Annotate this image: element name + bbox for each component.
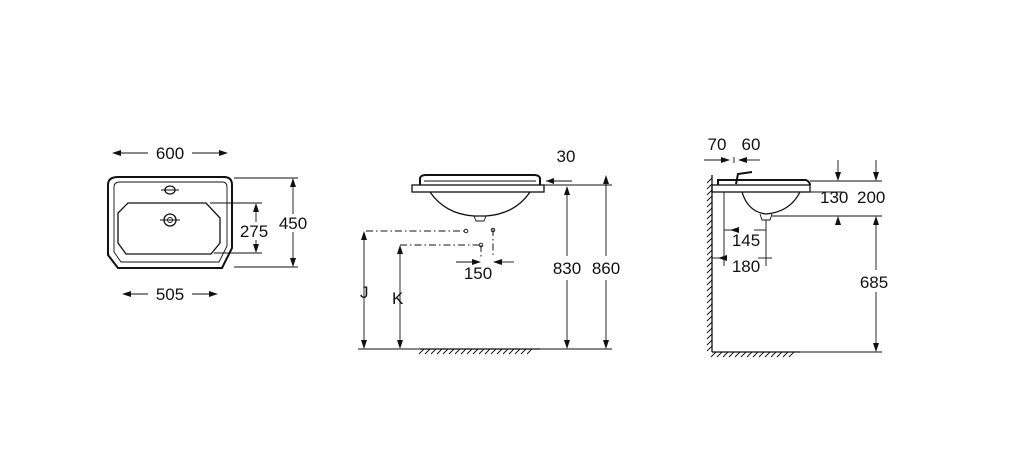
hatch-line: [448, 348, 455, 355]
plan-view: 600 505 275 450: [107, 144, 307, 304]
dim-200: 200: [857, 188, 885, 207]
dim-150: 150: [464, 264, 492, 283]
hatch-line: [706, 183, 713, 190]
hatch-line: [484, 348, 491, 355]
dim-30: 30: [557, 147, 576, 166]
hatch-line: [788, 351, 795, 358]
hatch-line: [734, 351, 741, 358]
hatch-line: [722, 351, 729, 358]
tap-icon: [735, 171, 753, 185]
hatch-line: [490, 348, 497, 355]
hatch-line: [502, 348, 509, 355]
hatch-line: [706, 255, 713, 262]
hatch-line: [706, 249, 713, 256]
hatch-line: [418, 348, 425, 355]
dim-275: 275: [240, 222, 268, 241]
hatch-line: [520, 348, 527, 355]
hatch-line: [706, 201, 713, 208]
dim-145: 145: [732, 231, 760, 250]
hatch-line: [430, 348, 437, 355]
basin-rim: [419, 174, 541, 185]
hatch-line: [752, 351, 759, 358]
hatch-line: [706, 291, 713, 298]
hatch-line: [706, 333, 713, 340]
hatch-line: [526, 348, 533, 355]
basin-rim-inner: [113, 181, 228, 263]
hatch-line: [706, 231, 713, 238]
basin-outline: [107, 176, 233, 269]
hatch-line: [706, 267, 713, 274]
wall-hatch: [706, 177, 713, 352]
dim-505: 505: [156, 285, 184, 304]
bowl-outline: [117, 202, 221, 255]
dim-860: 860: [592, 259, 620, 278]
side-basin-rim: [717, 179, 811, 186]
hatch-line: [706, 297, 713, 304]
dim-685: 685: [860, 273, 888, 292]
hatch-line: [764, 351, 771, 358]
dim-130: 130: [820, 188, 848, 207]
hatch-line: [706, 207, 713, 214]
dim-70: 70: [708, 135, 727, 154]
hatch-line: [460, 348, 467, 355]
hatch-line: [706, 273, 713, 280]
hatch-line: [442, 348, 449, 355]
hatch-line: [770, 351, 777, 358]
hatch-line: [436, 348, 443, 355]
hatch-line: [776, 351, 783, 358]
countertop: [411, 184, 545, 193]
dim-450: 450: [279, 214, 307, 233]
hatch-line: [706, 303, 713, 310]
front-view: J K 150 30 830 860: [358, 147, 620, 355]
side-countertop: [711, 184, 811, 193]
tap-hole-icon: [161, 185, 179, 195]
dim-k: K: [392, 289, 404, 308]
hatch-line: [472, 348, 479, 355]
dim-830: 830: [553, 259, 581, 278]
dim-j: J: [360, 283, 369, 302]
hatch-line: [740, 351, 747, 358]
hatch-line: [728, 351, 735, 358]
hatch-line: [508, 348, 515, 355]
hatch-line: [706, 261, 713, 268]
hatch-line: [478, 348, 485, 355]
dim-60: 60: [742, 135, 761, 154]
hatch-line: [782, 351, 789, 358]
hatch-line: [716, 351, 723, 358]
floor-hatch: [418, 348, 533, 355]
hatch-line: [706, 345, 713, 352]
hatch-line: [706, 177, 713, 184]
hatch-line: [706, 243, 713, 250]
hatch-line: [706, 195, 713, 202]
hatch-line: [706, 309, 713, 316]
hatch-line: [746, 351, 753, 358]
hatch-line: [706, 315, 713, 322]
side-basin-bowl: [741, 191, 801, 215]
hatch-line: [706, 225, 713, 232]
hatch-line: [706, 219, 713, 226]
hatch-line: [706, 327, 713, 334]
hatch-line: [706, 339, 713, 346]
basin-bowl: [429, 191, 531, 217]
hatch-line: [706, 213, 713, 220]
hatch-line: [424, 348, 431, 355]
hatch-line: [706, 321, 713, 328]
drain-icon: [160, 213, 180, 227]
hatch-line: [710, 351, 717, 358]
hatch-line: [466, 348, 473, 355]
hatch-line: [514, 348, 521, 355]
hatch-line: [706, 237, 713, 244]
hatch-line: [706, 279, 713, 286]
hatch-line: [706, 285, 713, 292]
side-floor-hatch: [710, 351, 795, 358]
hatch-line: [758, 351, 765, 358]
dim-600: 600: [156, 144, 184, 163]
hatch-line: [496, 348, 503, 355]
hatch-line: [454, 348, 461, 355]
dim-180: 180: [732, 257, 760, 276]
hatch-line: [706, 189, 713, 196]
side-view: 70 60 130 200 685 145: [704, 135, 888, 358]
